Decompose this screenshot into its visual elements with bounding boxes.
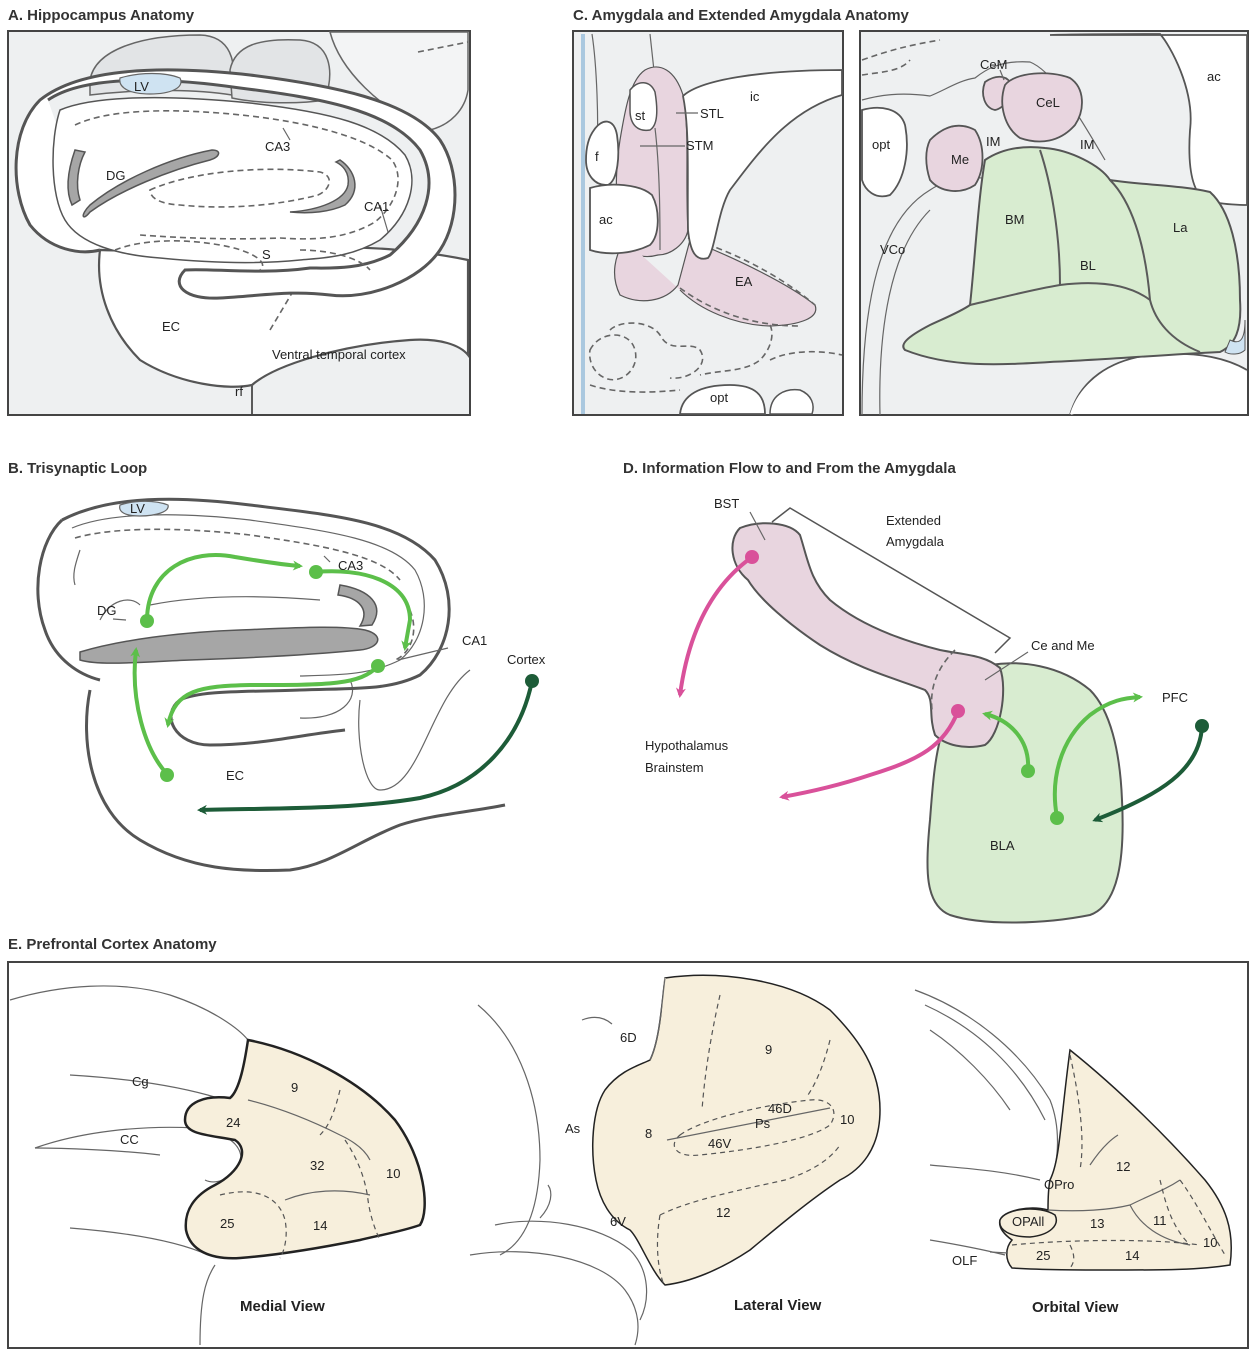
label-c-cel: CeL [1036, 95, 1060, 110]
label-c-stl: STL [700, 106, 724, 121]
label-c-im2: IM [1080, 137, 1094, 152]
label-c-opt: opt [710, 390, 728, 405]
label-s: S [262, 247, 271, 262]
label-d-bst: BST [714, 496, 739, 511]
label-d-hyp2: Brainstem [645, 760, 704, 775]
label-c-vco: VCo [880, 242, 905, 257]
label-e-as: As [565, 1121, 581, 1136]
label-e-m9: 9 [291, 1080, 298, 1095]
label-e-m25: 25 [220, 1216, 234, 1231]
label-e-ps: Ps [755, 1116, 771, 1131]
label-d-hyp1: Hypothalamus [645, 738, 729, 753]
label-e-o13: 13 [1090, 1216, 1104, 1231]
label-d-bla: BLA [990, 838, 1015, 853]
label-b-dg: DG [97, 603, 117, 618]
panel-c-amygdala-anatomy: C. Amygdala and Extended Amygdala Anatom… [573, 7, 1248, 415]
label-c-im1: IM [986, 134, 1000, 149]
label-c-st: st [635, 108, 646, 123]
label-ca1: CA1 [364, 199, 389, 214]
label-e-d6: 6D [620, 1030, 637, 1045]
label-b-lv: LV [130, 501, 145, 516]
label-e-olf: OLF [952, 1253, 977, 1268]
label-e-orbital: Orbital View [1032, 1299, 1119, 1316]
label-c-opt2: opt [872, 137, 890, 152]
label-e-o11: 11 [1153, 1213, 1167, 1228]
label-e-m10: 10 [386, 1166, 400, 1181]
label-e-l8: 8 [645, 1126, 652, 1141]
label-c-ac: ac [599, 212, 613, 227]
label-c-ic: ic [750, 89, 760, 104]
label-e-m24: 24 [226, 1115, 240, 1130]
label-e-l46v: 46V [708, 1136, 731, 1151]
label-c-cem: CeM [980, 57, 1007, 72]
label-c-bm: BM [1005, 212, 1025, 227]
panel-a-hippocampus: A. Hippocampus Anatomy LV CA3 DG CA1 S E… [8, 7, 470, 415]
label-e-cg: Cg [132, 1074, 149, 1089]
label-e-opro: OPro [1044, 1177, 1074, 1192]
label-b-cortex: Cortex [507, 652, 546, 667]
label-ec: EC [162, 319, 180, 334]
label-e-l12: 12 [716, 1205, 730, 1220]
label-c-me: Me [951, 152, 969, 167]
label-e-o12: 12 [1116, 1159, 1130, 1174]
label-lv: LV [134, 79, 149, 94]
label-c-ea: EA [735, 274, 753, 289]
label-e-o14: 14 [1125, 1248, 1139, 1263]
label-e-cc: CC [120, 1132, 139, 1147]
label-d-ext1: Extended [886, 513, 941, 528]
label-e-opall: OPAll [1012, 1214, 1044, 1229]
label-e-o25: 25 [1036, 1248, 1050, 1263]
label-e-l10: 10 [840, 1112, 854, 1127]
label-vtc: Ventral temporal cortex [272, 347, 406, 362]
label-d-ext2: Amygdala [886, 534, 945, 549]
label-c-ac2: ac [1207, 69, 1221, 84]
label-c-la: La [1173, 220, 1188, 235]
panel-e-prefrontal: E. Prefrontal Cortex Anatomy Cg CC 9 24 … [8, 936, 1248, 1348]
label-e-l9: 9 [765, 1042, 772, 1057]
label-e-lateral: Lateral View [734, 1297, 822, 1314]
label-rf: rf [235, 384, 243, 399]
panel-b-trisynaptic-loop: B. Trisynaptic Loop LV CA3 D [8, 460, 546, 871]
label-dg: DG [106, 168, 126, 183]
label-c-f: f [595, 149, 599, 164]
label-e-o10: 10 [1203, 1235, 1217, 1250]
label-e-l46d: 46D [768, 1101, 792, 1116]
panel-d-information-flow: D. Information Flow to and From the Amyg… [623, 460, 1209, 923]
label-b-ca3: CA3 [338, 558, 363, 573]
label-e-medial: Medial View [240, 1298, 325, 1315]
label-ca3: CA3 [265, 139, 290, 154]
panel-d-title: D. Information Flow to and From the Amyg… [623, 460, 956, 477]
label-b-ec: EC [226, 768, 244, 783]
label-c-bl: BL [1080, 258, 1096, 273]
label-d-ceme: Ce and Me [1031, 638, 1095, 653]
label-e-m14: 14 [313, 1218, 327, 1233]
panel-a-title: A. Hippocampus Anatomy [8, 7, 195, 24]
panel-e-title: E. Prefrontal Cortex Anatomy [8, 936, 217, 953]
label-c-stm: STM [686, 138, 713, 153]
label-d-pfc: PFC [1162, 690, 1188, 705]
panel-c-title: C. Amygdala and Extended Amygdala Anatom… [573, 7, 910, 24]
panel-b-title: B. Trisynaptic Loop [8, 460, 147, 477]
label-e-m32: 32 [310, 1158, 324, 1173]
label-b-ca1: CA1 [462, 633, 487, 648]
label-e-v6: 6V [610, 1214, 626, 1229]
